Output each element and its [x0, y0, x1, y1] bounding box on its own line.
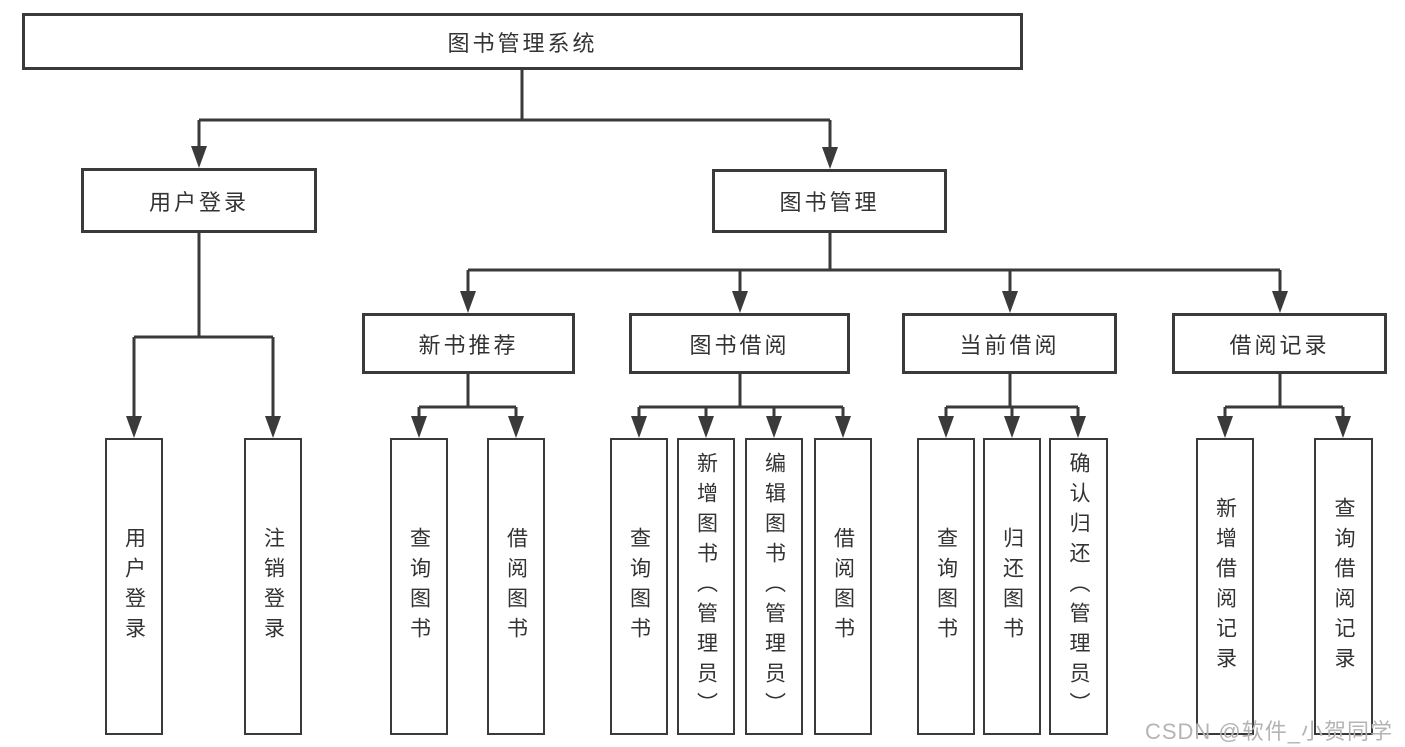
node-label: 图书借阅: [689, 332, 790, 358]
node-label: 注销登录: [261, 526, 285, 647]
node-label: 用户登录: [122, 526, 146, 647]
leaf-return-books: 归还图书: [983, 438, 1041, 735]
leaf-edit-books-admin: 编辑图书（管理员）: [745, 438, 803, 735]
leaf-query-books-borrowing: 查询图书: [610, 438, 668, 735]
leaf-user-login: 用户登录: [105, 438, 163, 735]
node-label: 借阅图书: [504, 526, 528, 647]
node-new-book-recommend: 新书推荐: [362, 313, 575, 374]
leaf-add-borrow-record: 新增借阅记录: [1196, 438, 1254, 735]
node-label: 查询图书: [627, 526, 651, 647]
leaf-query-books-recommend: 查询图书: [390, 438, 448, 735]
node-user-login: 用户登录: [81, 168, 317, 233]
node-label: 借阅图书: [831, 526, 855, 647]
node-label: 用户登录: [148, 189, 249, 215]
node-book-management: 图书管理: [712, 169, 947, 233]
connector-root-to-level2: [191, 69, 838, 169]
connector-book-borrow-children: [631, 373, 851, 438]
connector-new-book-children: [411, 373, 524, 438]
leaf-query-borrow-record: 查询借阅记录: [1314, 438, 1373, 735]
node-label: 查询借阅记录: [1332, 496, 1355, 677]
node-label: 编辑图书（管理员）: [762, 451, 786, 722]
node-root-system: 图书管理系统: [22, 13, 1023, 70]
leaf-add-books-admin: 新增图书（管理员）: [677, 438, 735, 735]
node-borrowing-records: 借阅记录: [1172, 313, 1387, 374]
leaf-borrow-books-recommend: 借阅图书: [487, 438, 545, 735]
node-label: 图书管理系统: [447, 30, 598, 56]
node-label: 当前借阅: [959, 332, 1060, 358]
connector-user-login-children: [126, 232, 281, 438]
node-label: 新增借阅记录: [1213, 496, 1237, 677]
connector-book-mgmt-children: [460, 233, 1288, 313]
node-label: 借阅记录: [1229, 332, 1330, 358]
node-label: 新增图书（管理员）: [694, 451, 718, 722]
node-book-borrowing: 图书借阅: [629, 313, 850, 374]
leaf-borrow-books: 借阅图书: [814, 438, 872, 735]
node-label: 查询图书: [934, 526, 958, 647]
connector-borrow-record-children: [1217, 373, 1351, 438]
node-label: 新书推荐: [418, 332, 519, 358]
watermark: CSDN @软件_小贺同学: [1144, 719, 1393, 744]
node-label: 查询图书: [407, 526, 431, 647]
node-label: 确认归还（管理员）: [1067, 451, 1090, 722]
connector-current-borrow-children: [938, 373, 1086, 438]
leaf-confirm-return-admin: 确认归还（管理员）: [1049, 438, 1108, 735]
leaf-query-books-current: 查询图书: [917, 438, 975, 735]
node-label: 图书管理: [779, 190, 880, 215]
leaf-logout: 注销登录: [244, 438, 302, 735]
node-label: 归还图书: [1000, 526, 1024, 647]
node-current-borrowing: 当前借阅: [902, 313, 1117, 374]
